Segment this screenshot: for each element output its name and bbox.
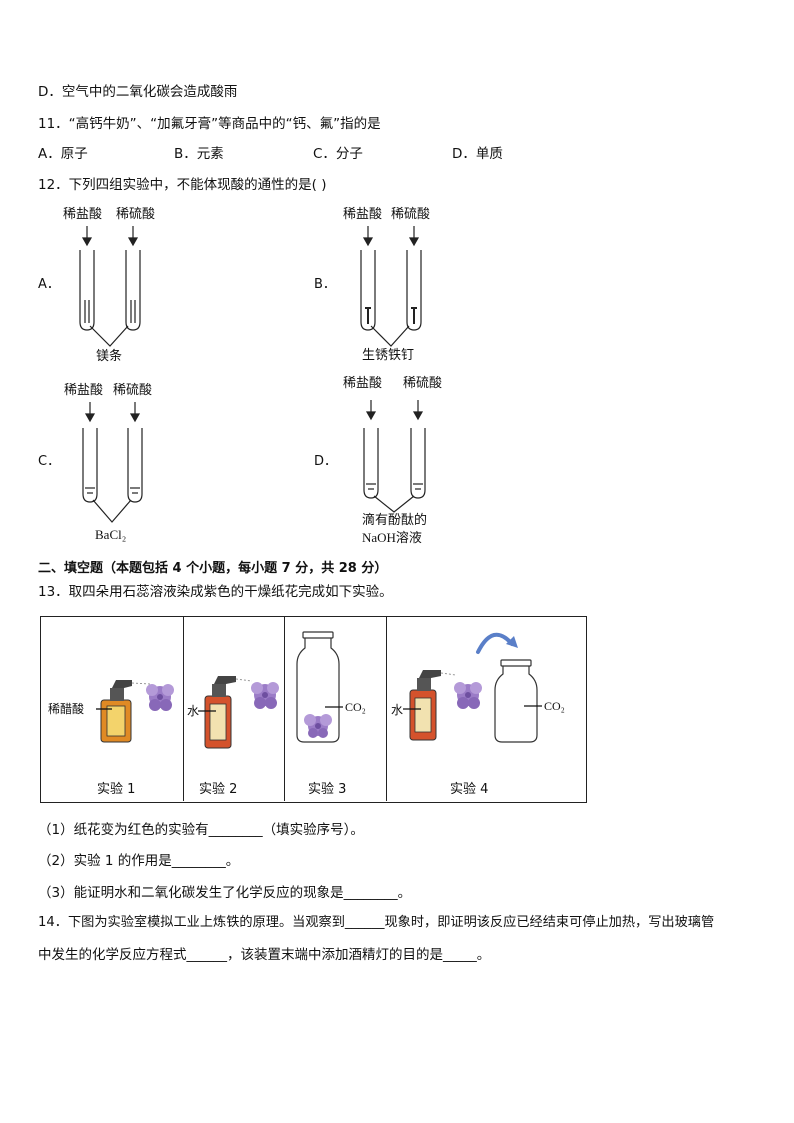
q13-label-water-4: 水 bbox=[391, 703, 404, 717]
q11-option-d: D．单质 bbox=[452, 146, 503, 162]
q13-panel-3 bbox=[284, 616, 387, 801]
q13-caption-2: 实验 2 bbox=[199, 782, 238, 797]
q13-sub3: （3）能证明水和二氧化碳发生了化学反应的现象是________。 bbox=[38, 885, 412, 901]
purple-flower-icon bbox=[454, 682, 482, 709]
q11-option-a: A．原子 bbox=[38, 146, 88, 162]
q13-panel-2 bbox=[183, 616, 285, 801]
q12-stem: 12．下列四组实验中，不能体现酸的通性的是( ) bbox=[38, 177, 327, 193]
q13-label-water-2: 水 bbox=[187, 704, 200, 718]
section2-title: 二、填空题（本题包括 4 个小题，每小题 7 分，共 28 分） bbox=[38, 561, 388, 576]
q13-caption-1: 实验 1 bbox=[97, 782, 136, 797]
gas-jar-icon bbox=[296, 631, 340, 743]
q13-caption-3: 实验 3 bbox=[308, 782, 347, 797]
q14-line1: 14．下图为实验室模拟工业上炼铁的原理。当观察到______现象时，即证明该反应… bbox=[38, 915, 715, 930]
spray-bottle-icon bbox=[409, 670, 457, 741]
q12-option-b-label: B． bbox=[314, 277, 336, 292]
q12-option-a-label: A． bbox=[38, 277, 60, 292]
q14-line2: 中发生的化学反应方程式______，该装置末端中添加酒精灯的目的是_____。 bbox=[38, 947, 491, 963]
q12d-reagent-line1: 滴有酚酞的 bbox=[362, 513, 428, 528]
q11-stem: 11．“高钙牛奶”、“加氟牙膏”等商品中的“钙、氟”指的是 bbox=[38, 116, 381, 132]
q12c-reagent: BaCl₂ bbox=[95, 527, 127, 542]
q12c-label-hcl: 稀盐酸 bbox=[64, 383, 104, 398]
q12-option-d-label: D． bbox=[314, 454, 338, 469]
q12a-label-h2so4: 稀硫酸 bbox=[116, 207, 156, 222]
purple-flower-icon bbox=[251, 682, 279, 709]
gas-jar-icon bbox=[494, 659, 538, 743]
q12b-label-h2so4: 稀硫酸 bbox=[391, 207, 431, 222]
q12c-label-h2so4: 稀硫酸 bbox=[113, 383, 153, 398]
q11-option-b: B．元素 bbox=[174, 146, 224, 162]
q13-sub2: （2）实验 1 的作用是________。 bbox=[38, 853, 240, 869]
q12b-reagent: 生锈铁钉 bbox=[362, 348, 415, 363]
q13-sub1: （1）纸花变为红色的实验有________（填实验序号）。 bbox=[38, 822, 364, 838]
q12d-label-hcl: 稀盐酸 bbox=[343, 376, 383, 391]
q13-label-co2-3: CO₂ bbox=[345, 700, 366, 714]
q13-label-vinegar: 稀醋酸 bbox=[48, 702, 85, 716]
q11-option-c: C．分子 bbox=[313, 146, 363, 162]
q13-figure-frame bbox=[40, 616, 587, 803]
q12d-label-h2so4: 稀硫酸 bbox=[403, 376, 443, 391]
purple-flower-icon bbox=[146, 684, 174, 711]
spray-bottle-icon bbox=[100, 680, 151, 743]
q10-option-d: D．空气中的二氧化碳会造成酸雨 bbox=[38, 84, 238, 100]
q13-panel-1 bbox=[40, 616, 184, 801]
q12-option-c-label: C． bbox=[38, 454, 61, 469]
q12b-label-hcl: 稀盐酸 bbox=[343, 207, 383, 222]
purple-flower-icon bbox=[304, 714, 332, 738]
q12a-label-hcl: 稀盐酸 bbox=[63, 207, 103, 222]
q12d-reagent-line2: NaOH溶液 bbox=[362, 530, 422, 545]
q13-stem: 13．取四朵用石蕊溶液染成紫色的干燥纸花完成如下实验。 bbox=[38, 584, 393, 600]
curved-arrow-icon bbox=[476, 632, 518, 654]
spray-bottle-icon bbox=[204, 676, 253, 749]
q12a-reagent: 镁条 bbox=[96, 349, 123, 364]
q13-label-co2-4: CO₂ bbox=[544, 699, 565, 713]
q13-caption-4: 实验 4 bbox=[450, 782, 489, 797]
